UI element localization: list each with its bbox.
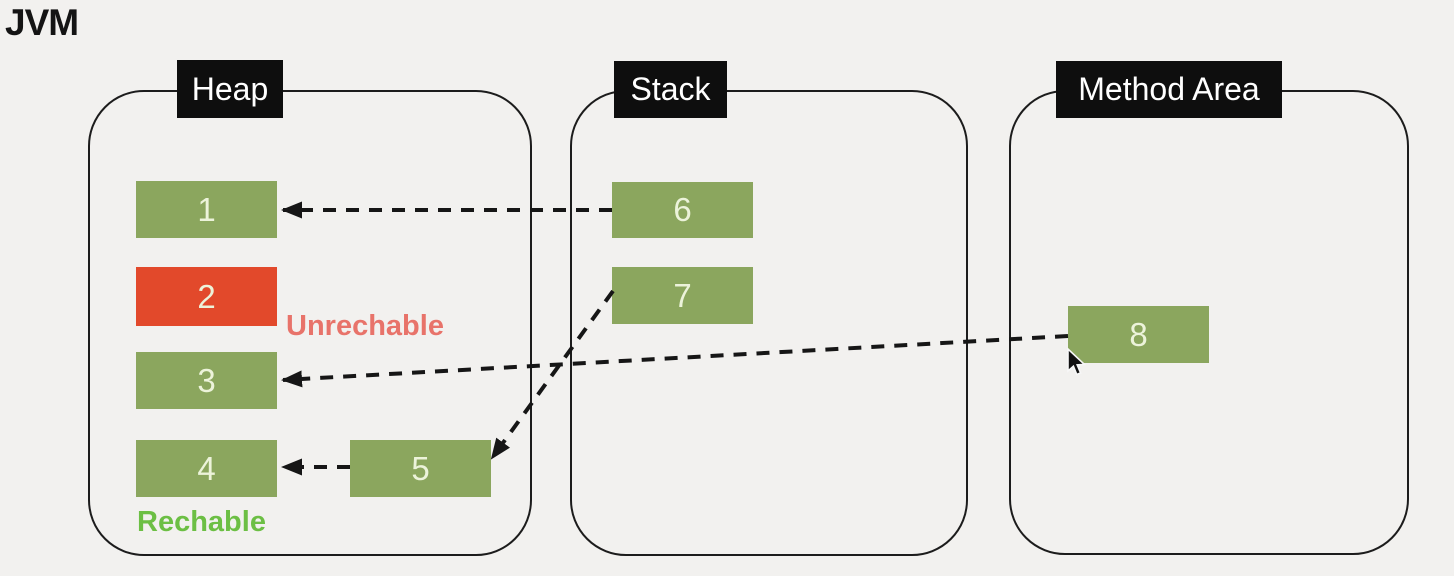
method-area-label: Method Area (1056, 61, 1282, 118)
memory-box-6: 6 (612, 182, 753, 238)
memory-box-3: 3 (136, 352, 277, 409)
memory-box-8: 8 (1068, 306, 1209, 363)
memory-box-7: 7 (612, 267, 753, 324)
heap-label: Heap (177, 60, 283, 118)
reachable-annotation: Rechable (137, 506, 266, 538)
memory-box-1: 1 (136, 181, 277, 238)
memory-box-2: 2 (136, 267, 277, 326)
stack-label: Stack (614, 61, 727, 118)
memory-box-5: 5 (350, 440, 491, 497)
mouse-cursor-icon (1067, 348, 1087, 376)
memory-box-4: 4 (136, 440, 277, 497)
unreachable-annotation: Unrechable (286, 310, 444, 342)
jvm-title: JVM (5, 2, 79, 43)
